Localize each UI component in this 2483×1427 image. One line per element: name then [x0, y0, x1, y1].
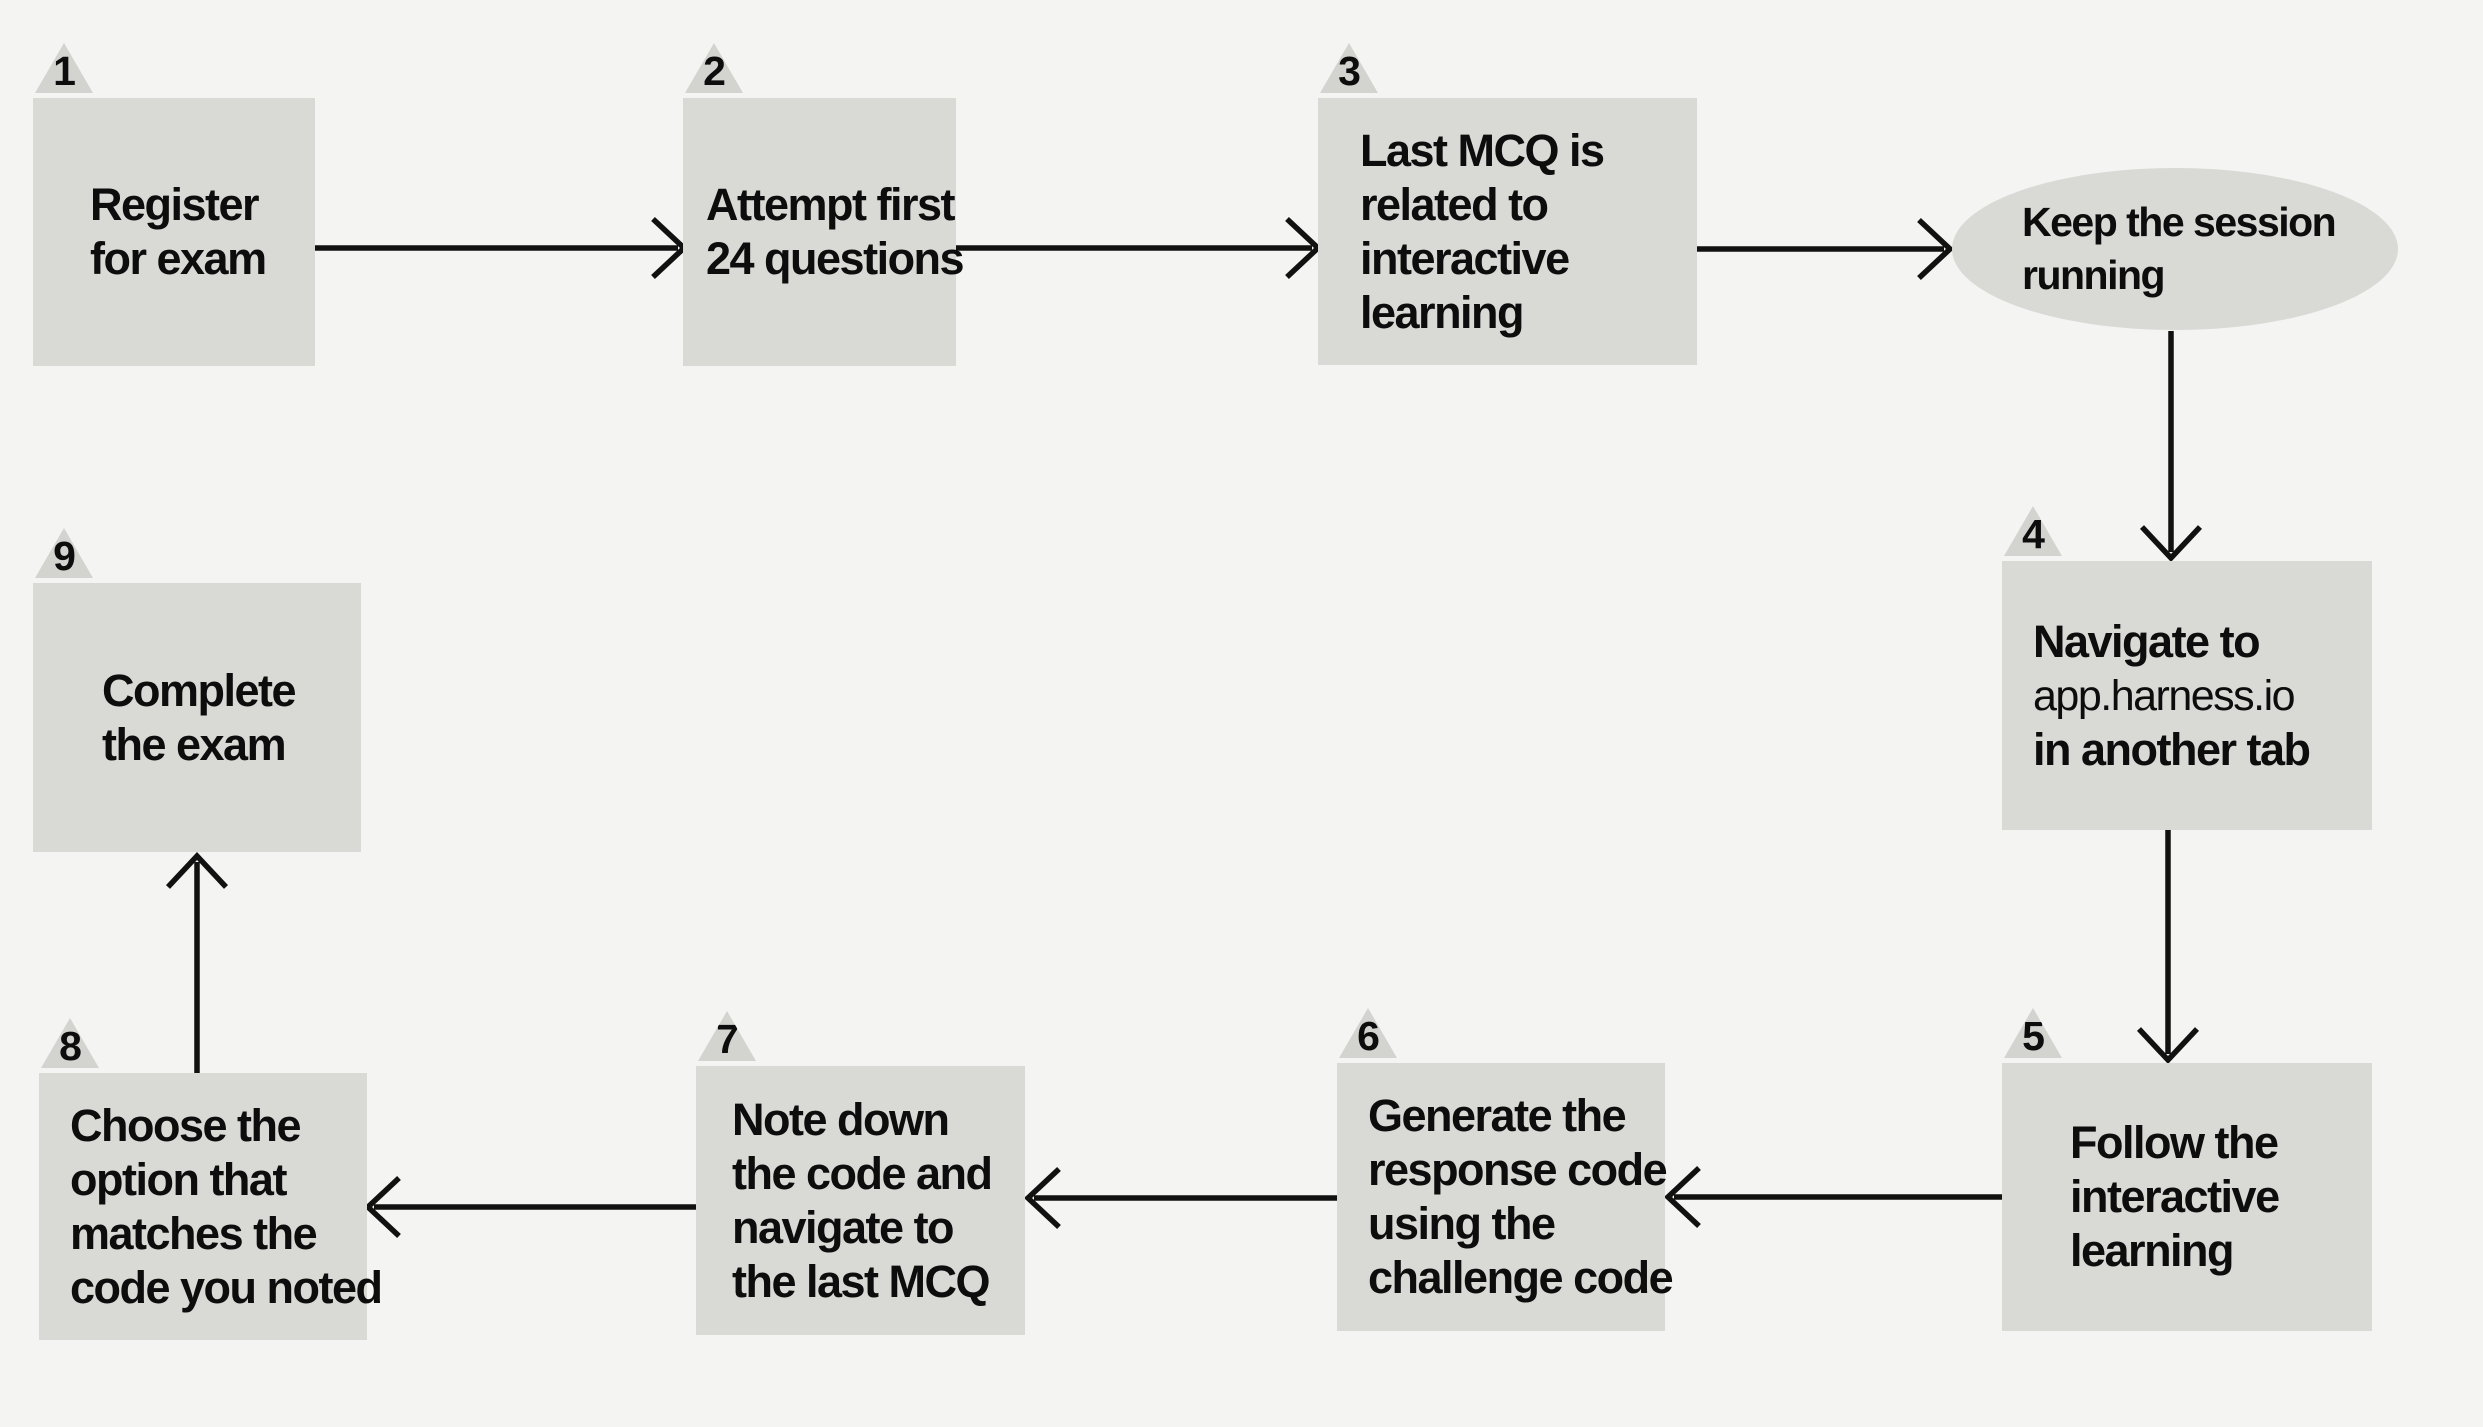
node-label-line: navigate to [732, 1201, 955, 1253]
arrow-step4-step5 [2136, 830, 2200, 1065]
step-number: 6 [1357, 1013, 1380, 1059]
node-label-line: Choose the [70, 1099, 302, 1151]
node-label-line: Keep the session [2022, 199, 2337, 245]
step-1-box: 1 Register for exam [33, 43, 315, 366]
step-number: 8 [59, 1023, 82, 1069]
node-label-line: using the [1368, 1198, 1556, 1249]
arrow-step5-step6 [1663, 1165, 2002, 1229]
node-label-line: the exam [102, 718, 287, 770]
arrow-session-step4 [2139, 331, 2203, 563]
node-label-line: option that [70, 1153, 287, 1205]
step-5-box: 5 Follow the interactive learning [2002, 1008, 2372, 1331]
arrow-step2-step3 [956, 216, 1323, 280]
arrow-step3-session [1697, 217, 1955, 281]
node-label-line: running [2022, 252, 2166, 298]
arrow-step7-step8 [363, 1175, 696, 1239]
step-7-box: 7 Note down the code and navigate to the… [696, 1011, 1025, 1335]
node-label-line: response code [1368, 1144, 1668, 1195]
step-number: 7 [716, 1016, 739, 1062]
arrow-step8-step9 [165, 851, 229, 1073]
step-2-box: 2 Attempt first 24 questions [683, 43, 965, 366]
step-number: 2 [703, 48, 726, 94]
node-label-line: for exam [90, 233, 267, 284]
node-label-line: interactive [1360, 232, 1570, 284]
step-6-box: 6 Generate the response code using the c… [1337, 1008, 1674, 1331]
node-label-line: Follow the [2070, 1117, 2279, 1168]
node-label-line: learning [1360, 286, 1525, 338]
node-label-line: Navigate to [2033, 615, 2261, 667]
step-number: 5 [2022, 1013, 2045, 1059]
node-label-line: matches the [70, 1207, 318, 1259]
step-number: 1 [53, 48, 76, 94]
keep-session-running-ellipse: Keep the session running [1952, 168, 2398, 330]
node-label-line: 24 questions [706, 233, 965, 284]
arrow-step6-step7 [1023, 1166, 1337, 1230]
step-3-box: 3 Last MCQ is related to interactive lea… [1318, 43, 1697, 365]
node-label-line: in another tab [2033, 723, 2311, 775]
arrow-step1-step2 [315, 216, 689, 280]
step-4-box: 4 Navigate to app.harness.io in another … [2002, 506, 2372, 830]
node-label-line: Note down [732, 1093, 950, 1145]
node-label-line: learning [2070, 1225, 2235, 1276]
step-9-box: 9 Complete the exam [33, 528, 361, 852]
node-label-line: the code and [732, 1147, 993, 1199]
node-label-line: the last MCQ [732, 1255, 991, 1307]
node-label-line: challenge code [1368, 1252, 1674, 1303]
step-number: 9 [53, 533, 76, 579]
node-label-line: code you noted [70, 1261, 383, 1313]
node-label-line: related to [1360, 178, 1549, 230]
node-label-line: Attempt first [706, 179, 956, 230]
node-label-line-url: app.harness.io [2033, 671, 2296, 720]
node-label-line: interactive [2070, 1171, 2280, 1222]
node-label-line: Register [90, 179, 260, 230]
step-8-box: 8 Choose the option that matches the cod… [39, 1018, 383, 1340]
node-label-line: Complete [102, 664, 297, 716]
step-number: 3 [1338, 48, 1361, 94]
node-label-line: Last MCQ is [1360, 124, 1605, 176]
node-label-line: Generate the [1368, 1090, 1627, 1141]
step-number: 4 [2022, 511, 2045, 557]
